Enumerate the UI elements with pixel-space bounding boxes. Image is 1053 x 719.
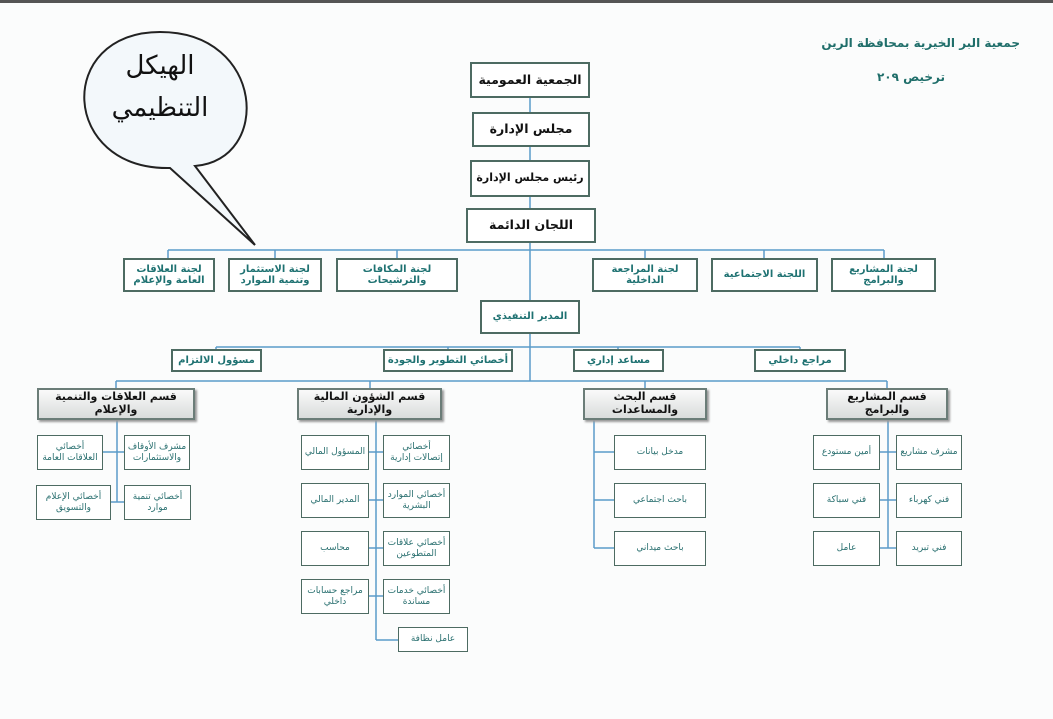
committee-rewards: لجنة المكافات والترشيحات [336,258,458,292]
unit: أخصائي علاقات المتطوعين [383,531,450,566]
committee-projects: لجنة المشاريع والبرامج [831,258,936,292]
unit: مشرف مشاريع [896,435,962,470]
unit: أخصائي تنمية موارد [124,485,191,520]
dept-projects: قسم المشاريع والبرامج [826,388,948,420]
board-chairman: رئيس مجلس الإدارة [470,160,590,197]
committee-public-relations: لجنة العلاقات العامة والإعلام [123,258,215,292]
license-number: ترخيص ٢٠٩ [876,70,945,84]
staff-quality: أخصائي التطوير والجودة [383,349,513,372]
unit: عامل [813,531,880,566]
bubble-title: الهيكل التنظيمي [60,45,260,129]
unit: مشرف الأوقاف والاستثمارات [124,435,190,470]
unit: المسؤول المالي [301,435,369,470]
unit: أخصائي العلاقات العامة [37,435,103,470]
committee-social: اللجنة الاجتماعية [711,258,818,292]
staff-internal-auditor: مراجع داخلي [754,349,846,372]
unit: فني تبريد [896,531,962,566]
unit: مراجع حسابات داخلي [301,579,369,614]
unit: مدخل بيانات [614,435,706,470]
top-border [0,0,1053,3]
staff-compliance: مسؤول الالتزام [171,349,262,372]
unit: فني سباكة [813,483,880,518]
unit: أمين مستودع [813,435,880,470]
staff-admin-assistant: مساعد إداري [573,349,664,372]
unit: محاسب [301,531,369,566]
standing-committees: اللجان الدائمة [466,208,596,243]
unit: أخصائي إتصالات إدارية [383,435,450,470]
dept-relations: قسم العلاقات والتنمية والإعلام [37,388,195,420]
general-assembly: الجمعية العمومية [470,62,590,98]
speech-bubble [83,30,256,246]
dept-finance-admin: قسم الشؤون المالية والإدارية [297,388,442,420]
unit: المدير المالي [301,483,369,518]
unit: باحث اجتماعي [614,483,706,518]
unit: عامل نظافة [398,627,468,652]
unit: أخصائي الإعلام والتسويق [36,485,111,520]
unit: أخصائي الموارد البشرية [383,483,450,518]
committee-internal-audit: لجنة المراجعة الداخلية [592,258,698,292]
org-name: جمعية البر الخيرية بمحافظة الرين [821,36,1020,50]
unit: باحث ميداني [614,531,706,566]
unit: أخصائي خدمات مساندة [383,579,450,614]
bubble-line1: الهيكل [125,51,195,81]
dept-research: قسم البحث والمساعدات [583,388,707,420]
board-of-directors: مجلس الإدارة [472,112,590,147]
committee-investment: لجنة الاستثمار وتنمية الموارد [228,258,322,292]
bubble-line2: التنظيمي [111,93,209,123]
unit: فني كهرباء [896,483,962,518]
executive-director: المدير التنفيذي [480,300,580,334]
